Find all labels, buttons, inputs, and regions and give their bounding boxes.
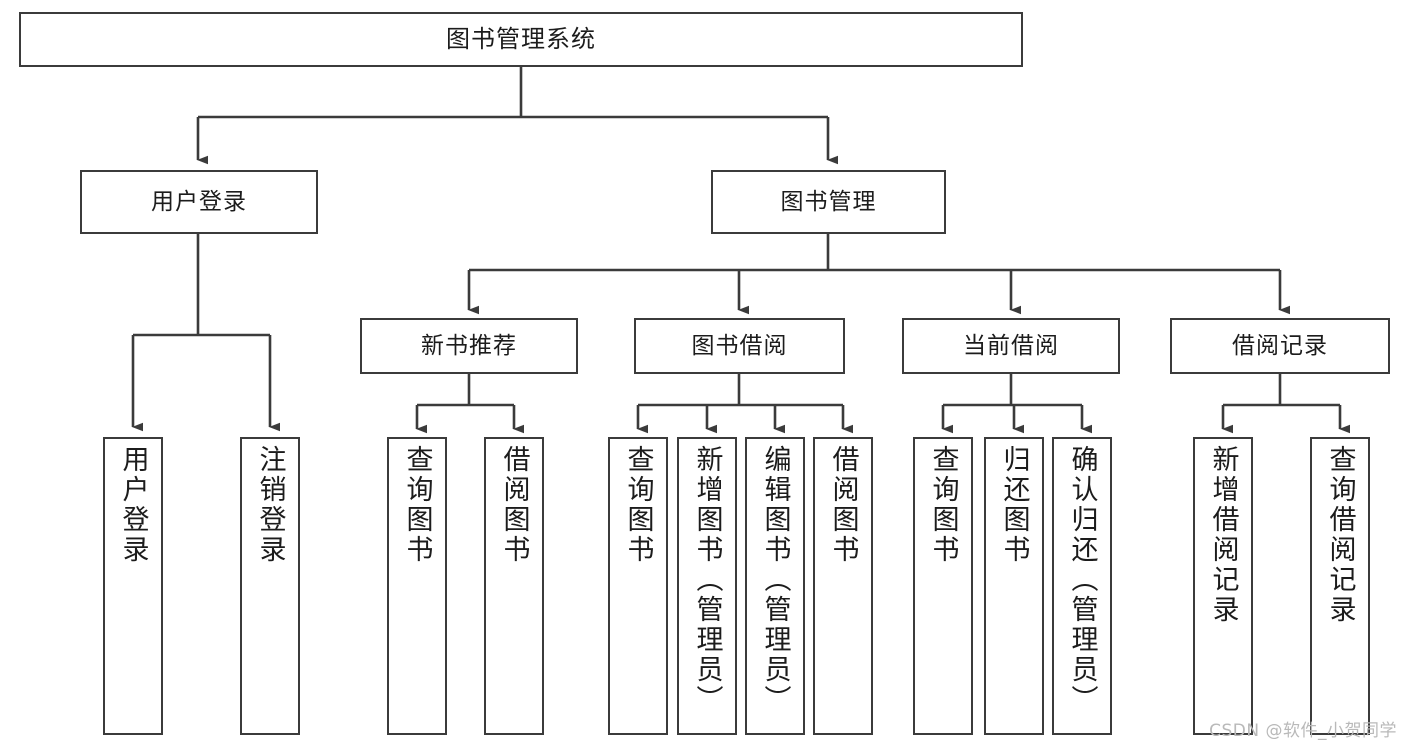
node-new-book-recommend-label: 新书推荐 (421, 332, 517, 359)
node-leaf-add-book-admin-label: 新增图书（管理员） (691, 445, 723, 715)
node-leaf-user-login[interactable]: 用户登录 (103, 437, 163, 735)
node-leaf-query-book-3[interactable]: 查询图书 (913, 437, 973, 735)
node-borrow-record-label: 借阅记录 (1232, 332, 1328, 359)
node-leaf-add-borrow-record[interactable]: 新增借阅记录 (1193, 437, 1253, 735)
node-leaf-confirm-return-admin-label: 确认归还（管理员） (1066, 445, 1098, 715)
node-leaf-edit-book-admin[interactable]: 编辑图书（管理员） (745, 437, 805, 735)
node-leaf-user-logout[interactable]: 注销登录 (240, 437, 300, 735)
node-new-book-recommend[interactable]: 新书推荐 (360, 318, 578, 374)
node-current-borrow-label: 当前借阅 (963, 332, 1059, 359)
node-borrow-record[interactable]: 借阅记录 (1170, 318, 1390, 374)
node-leaf-query-book-3-label: 查询图书 (927, 445, 959, 565)
node-leaf-confirm-return-admin[interactable]: 确认归还（管理员） (1052, 437, 1112, 735)
node-leaf-query-book-2-label: 查询图书 (622, 445, 654, 565)
node-leaf-query-book-1-label: 查询图书 (401, 445, 433, 565)
node-leaf-user-login-label: 用户登录 (117, 445, 149, 565)
node-user-login[interactable]: 用户登录 (80, 170, 318, 234)
node-leaf-borrow-book-2[interactable]: 借阅图书 (813, 437, 873, 735)
node-root[interactable]: 图书管理系统 (19, 12, 1023, 67)
node-leaf-query-borrow-record[interactable]: 查询借阅记录 (1310, 437, 1370, 735)
node-book-management[interactable]: 图书管理 (711, 170, 946, 234)
node-leaf-borrow-book-2-label: 借阅图书 (827, 445, 859, 565)
node-leaf-user-logout-label: 注销登录 (254, 445, 286, 565)
node-leaf-borrow-book-1-label: 借阅图书 (498, 445, 530, 565)
node-leaf-return-book-label: 归还图书 (998, 445, 1030, 565)
node-leaf-query-book-2[interactable]: 查询图书 (608, 437, 668, 735)
node-book-borrow-label: 图书借阅 (691, 332, 788, 359)
watermark: CSDN @软件_小贺同学 (1209, 721, 1397, 741)
node-leaf-edit-book-admin-label: 编辑图书（管理员） (759, 445, 791, 715)
node-leaf-add-book-admin[interactable]: 新增图书（管理员） (677, 437, 737, 735)
node-user-login-label: 用户登录 (151, 188, 247, 215)
node-root-label: 图书管理系统 (446, 24, 596, 53)
node-book-management-label: 图书管理 (780, 188, 877, 215)
node-leaf-add-borrow-record-label: 新增借阅记录 (1207, 445, 1239, 625)
node-leaf-return-book[interactable]: 归还图书 (984, 437, 1044, 735)
node-leaf-query-book-1[interactable]: 查询图书 (387, 437, 447, 735)
node-book-borrow[interactable]: 图书借阅 (634, 318, 845, 374)
node-current-borrow[interactable]: 当前借阅 (902, 318, 1120, 374)
node-leaf-borrow-book-1[interactable]: 借阅图书 (484, 437, 544, 735)
node-leaf-query-borrow-record-label: 查询借阅记录 (1324, 445, 1356, 625)
